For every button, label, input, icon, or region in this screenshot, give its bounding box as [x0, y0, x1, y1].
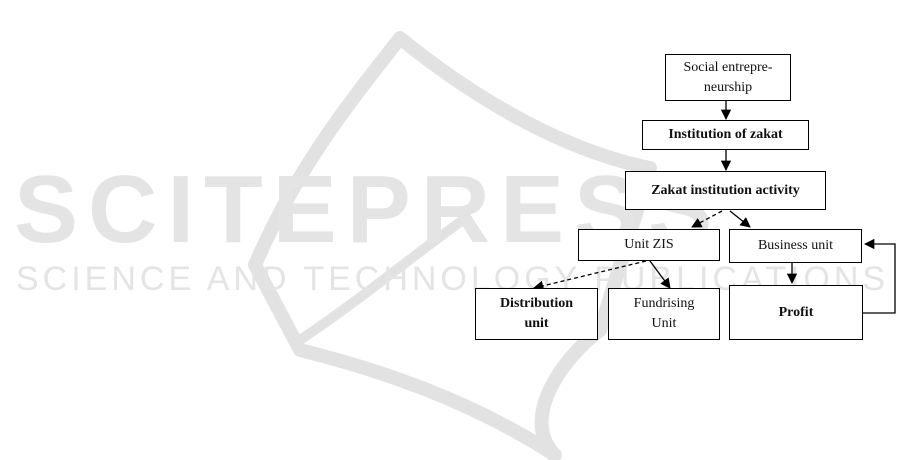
node-fundrising-unit: Fundrising Unit — [608, 288, 720, 340]
node-institution-of-zakat-label: Institution of zakat — [668, 125, 782, 145]
node-profit: Profit — [729, 285, 863, 340]
arrow-activity-to-unitzis — [692, 211, 722, 227]
node-social-entrepreneurship: Social entrepre-neurship — [665, 54, 791, 101]
node-social-entrepreneurship-label: Social entrepre-neurship — [683, 58, 773, 98]
node-business-unit: Business unit — [729, 229, 862, 263]
arrow-activity-to-business — [730, 211, 750, 227]
node-zakat-institution-activity-label: Zakat institution activity — [651, 181, 800, 201]
node-business-unit-label: Business unit — [758, 236, 833, 256]
node-fundrising-unit-label: Fundrising Unit — [624, 294, 704, 334]
node-unit-zis: Unit ZIS — [578, 229, 720, 261]
node-distribution-unit: Distribution unit — [475, 288, 598, 340]
node-zakat-institution-activity: Zakat institution activity — [625, 171, 826, 210]
node-unit-zis-label: Unit ZIS — [624, 235, 673, 255]
arrow-unitzis-to-distribution — [534, 261, 646, 288]
node-profit-label: Profit — [779, 303, 814, 323]
node-distribution-unit-label: Distribution unit — [497, 294, 577, 334]
node-institution-of-zakat: Institution of zakat — [642, 120, 809, 150]
arrow-profit-to-business — [863, 244, 895, 313]
arrow-unitzis-to-fundrising — [650, 261, 670, 288]
